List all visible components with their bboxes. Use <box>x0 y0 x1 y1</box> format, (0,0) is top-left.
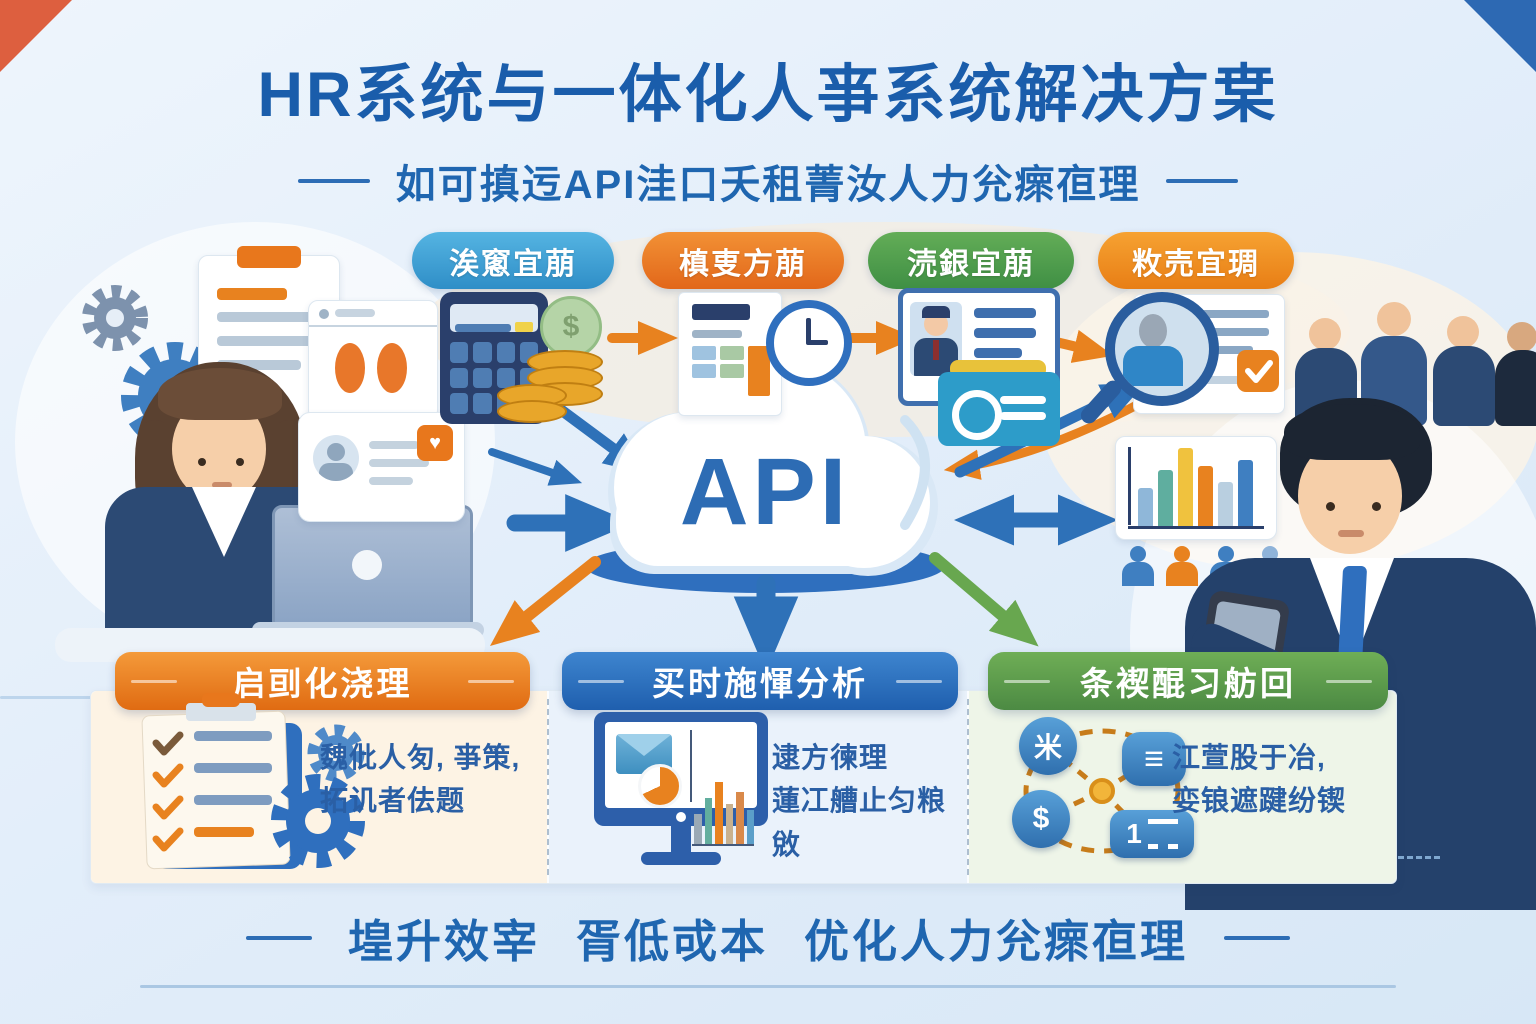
idcard-folder-icon <box>898 288 1078 446</box>
tagline-part: 堭升效宰 <box>347 916 540 967</box>
workflow-step-employee: 涜銀宜萠 <box>868 232 1074 289</box>
panel-separator <box>967 699 969 875</box>
workflow-step-label: 槙叓方萠 <box>679 247 807 281</box>
checklist-gears-icon <box>138 693 378 875</box>
checkmarks-icon <box>152 731 184 852</box>
api-cloud-label: API <box>679 439 851 545</box>
feature-header-label: 条褉醌习舫回 <box>1080 665 1296 702</box>
check-badge-icon <box>1237 350 1279 392</box>
feature-header-automation: 启刯化浇理 <box>115 652 530 710</box>
calculator-coins-icon: $ <box>435 288 610 428</box>
feature-text-integration: 江萱股于冶, 娈锒遮踺纷锲 <box>1172 736 1387 823</box>
tagline-part: 优化人力兊瘝亱理 <box>804 916 1189 967</box>
workflow-step-payroll: 涘窻宜萠 <box>412 232 614 289</box>
clock-icon <box>766 300 852 386</box>
feature-header-analytics: 买时施惲分析 <box>562 652 958 710</box>
panel-separator <box>547 699 549 875</box>
feature-header-integration: 条褉醌习舫回 <box>988 652 1388 710</box>
magnifier-resume-icon <box>1077 288 1290 433</box>
dash-line <box>1166 179 1239 183</box>
feature-line: 逮方徚理 <box>772 742 889 773</box>
node-snowflake-icon: 米 <box>1019 717 1077 775</box>
feature-header-label: 启刯化浇理 <box>232 665 413 702</box>
page-title: HR系统与一体化人亊系统解决方枽 <box>257 60 1279 130</box>
subtitle-row: 如可搷迃API洼口夭租菁汝人力兊瘝亱理 <box>0 152 1536 210</box>
dollar-glyph: $ <box>562 310 580 343</box>
bottom-rule <box>140 985 1396 988</box>
avatar <box>313 435 359 481</box>
gears-icon <box>271 724 365 868</box>
workflow-arrow-icon <box>607 320 1114 363</box>
workflow-step-recruiting: 敉売宜琱 <box>1098 232 1294 289</box>
feature-line: 娈锒遮踺纷锲 <box>1172 785 1347 817</box>
tagline-part: 胥低戓本 <box>575 916 768 967</box>
one-glyph: 1 <box>1126 818 1142 849</box>
dash-line <box>245 935 312 940</box>
node-report-icon: 1 <box>1110 810 1194 858</box>
business-team-icon <box>1295 292 1536 427</box>
list-glyph: ≡ <box>1144 739 1164 778</box>
feature-line: 蓮冮艚止匀粮敓 <box>772 785 947 860</box>
workflow-step-label: 涜銀宜萠 <box>907 247 1035 281</box>
snowflake-glyph: 米 <box>1033 732 1062 763</box>
tagline-row: 堭升效宰 胥低戓本 优化人力兊瘝亱理 <box>0 905 1536 970</box>
node-list-icon: ≡ <box>1122 732 1186 786</box>
feature-header-label: 买时施惲分析 <box>652 665 868 702</box>
workflow-step-label: 涘窻宜萠 <box>449 247 577 281</box>
dash-line <box>1224 935 1291 940</box>
workflow-step-label: 敉売宜琱 <box>1132 247 1260 281</box>
browser-window-icon <box>308 300 438 420</box>
workflow-step-attendance: 槙叓方萠 <box>642 232 844 289</box>
bar-chart-icon <box>1115 436 1277 540</box>
dollar-coin-icon: $ <box>540 296 602 358</box>
network-nodes-icon: 米 ≡ $ 1 <box>1002 706 1202 876</box>
dotted-trail <box>1398 856 1440 859</box>
dollar-glyph: $ <box>1032 802 1050 835</box>
document-clock-icon <box>678 292 858 427</box>
heart-glyph: ♥ <box>429 431 441 454</box>
feature-text-analytics: 逮方徚理 蓮冮艚止匀粮敓 <box>772 736 972 866</box>
dash-line <box>297 179 370 183</box>
heart-badge-icon: ♥ <box>417 425 453 461</box>
feature-line: 江萱股于冶, <box>1172 742 1326 773</box>
feature-text-automation: 魏仳人匇, 亊策, 拓讥者佉题 <box>320 736 530 823</box>
feature-line: 魏仳人匇, 亊策, <box>320 742 521 773</box>
subtitle-text: 如可搷迃API洼口夭租菁汝人力兊瘝亱理 <box>395 163 1141 207</box>
monitor-analytics-icon <box>594 712 779 872</box>
employee-profile-popup: ♥ <box>298 412 465 522</box>
feature-line: 拓讥者佉题 <box>320 785 466 817</box>
pie-icon <box>638 764 682 808</box>
node-dollar-icon: $ <box>1012 790 1070 848</box>
api-cloud <box>585 357 945 593</box>
magnifier-icon <box>1105 292 1219 406</box>
